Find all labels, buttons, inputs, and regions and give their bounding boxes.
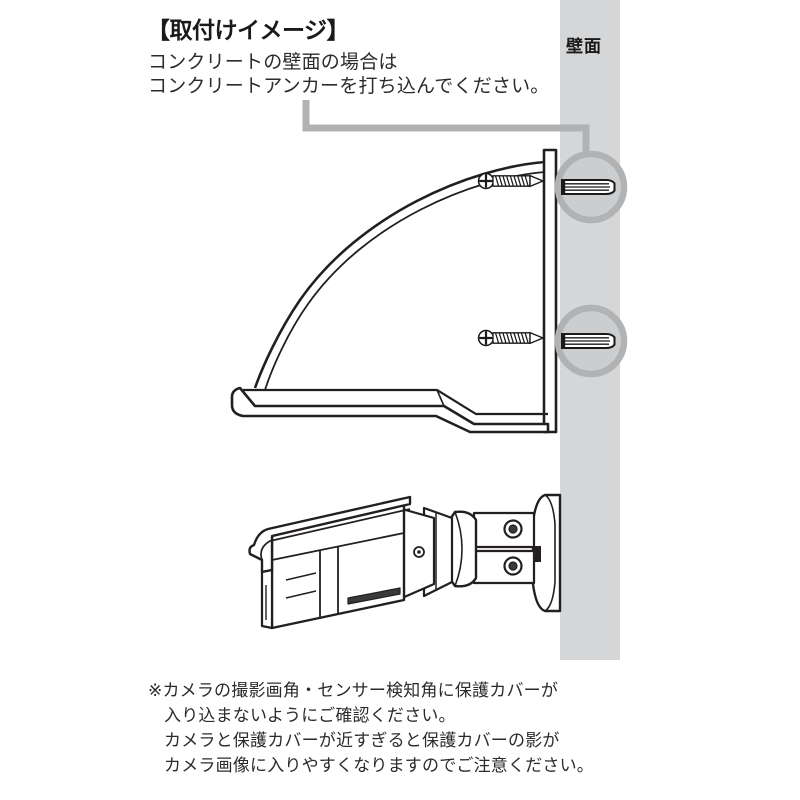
wall-surface-label: 壁面 bbox=[566, 37, 602, 56]
camera-wall-plate bbox=[531, 493, 562, 613]
page-title: 【取付けイメージ】 bbox=[147, 17, 350, 43]
screw-upper bbox=[476, 171, 545, 191]
camera-mount-arm bbox=[472, 511, 536, 585]
anchor-sleeve-lower bbox=[560, 332, 616, 350]
anchor-callout-lower bbox=[554, 304, 628, 378]
note-line-4: カメラ画像に入りやすくなりますのでご注意ください。 bbox=[164, 756, 594, 775]
lead-text-line-1: コンクリートの壁面の場合は bbox=[148, 52, 398, 73]
camera-sun-shield bbox=[248, 495, 412, 574]
anchor-callout-upper bbox=[554, 150, 628, 224]
protective-cover bbox=[230, 148, 558, 434]
leader-line bbox=[302, 100, 590, 152]
note-line-2: 入り込まないようにご確認ください。 bbox=[164, 706, 456, 725]
lead-text-line-2: コンクリートアンカーを打ち込んでください。 bbox=[148, 76, 550, 97]
note-line-3: カメラと保護カバーが近すぎると保護カバーの影が bbox=[164, 731, 560, 750]
note-line-1: ※カメラの撮影画角・センサー検知角に保護カバーが bbox=[148, 681, 559, 700]
screw-lower bbox=[476, 328, 545, 348]
anchor-sleeve-upper bbox=[560, 178, 616, 196]
bullet-camera bbox=[248, 493, 562, 630]
camera-rear-cap bbox=[400, 507, 436, 600]
camera-lens-front bbox=[260, 568, 274, 630]
